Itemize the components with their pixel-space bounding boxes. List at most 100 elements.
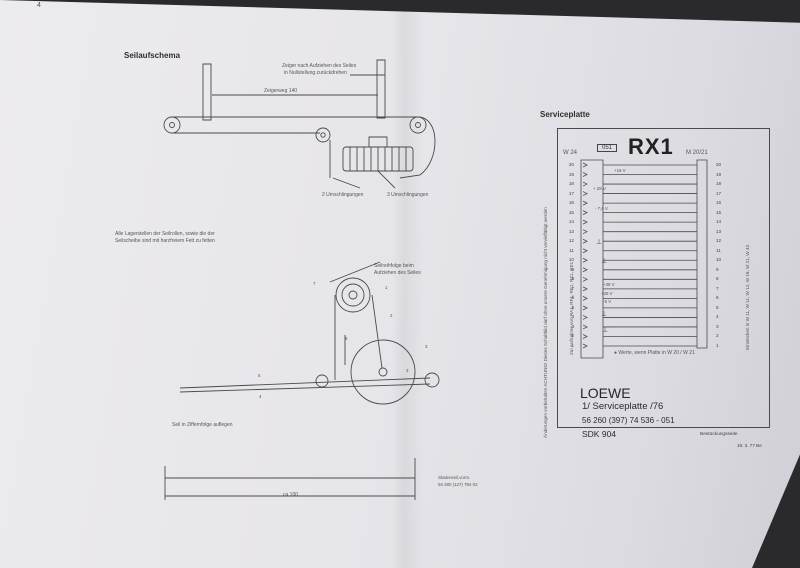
scale-dimension: ca 100 — [283, 492, 299, 498]
pin-arrow — [583, 315, 587, 319]
left-title: Seilaufschema — [124, 51, 181, 60]
pin-right-label: 7 — [716, 285, 719, 291]
callout-2: 2 — [390, 313, 393, 318]
pulley-lower-right — [425, 373, 439, 387]
plate-name: 1/ Serviceplatte /76 — [582, 401, 664, 412]
voltage-neg7: - 7,6 V — [595, 206, 608, 211]
scale-note-2: 56 280 (127) 784 02 — [438, 482, 478, 487]
pin-right-label: 17 — [716, 190, 722, 196]
pulley-mid-hub — [321, 133, 325, 137]
top-cable-right-loop — [400, 117, 435, 178]
dial-wheel-inner — [342, 284, 364, 306]
pin-right-label: 5 — [716, 304, 719, 310]
pin-left-label: 11 — [569, 247, 574, 253]
pin-right-label: 20 — [716, 162, 722, 167]
pin-left-label: 18 — [568, 181, 574, 187]
callout-7: 7 — [313, 281, 316, 286]
pin-right-label: 4 — [716, 314, 719, 320]
callout-3: 3 — [425, 344, 428, 349]
pin-lines — [583, 163, 697, 348]
pin-left-label: 6 — [571, 295, 574, 301]
voltage-38: +38 V — [603, 282, 615, 287]
order-note-1: Seilreihfolge beim — [374, 263, 414, 269]
pulley-left-hub — [170, 123, 175, 128]
pulley-mid — [316, 128, 330, 142]
pin-arrow — [583, 173, 587, 177]
pin-arrow — [583, 344, 587, 348]
pin-arrow — [583, 201, 587, 205]
pulley-lower-mid — [316, 375, 328, 387]
pin-right-label: 8 — [716, 276, 719, 282]
scale-note-1: Skalenseil,vorm. — [438, 475, 471, 480]
side-label-left: Zur Aufnahme von RA1, RF1, RE1, RZ1, RE1 — [569, 261, 574, 355]
pin-left-label: 5 — [571, 304, 574, 310]
pin-right-label: 11 — [716, 247, 721, 253]
part-number: 56 260 (397) 74 536 - 051 — [582, 416, 675, 425]
pin-left-label: 17 — [568, 190, 574, 196]
callout-4: 4 — [259, 394, 262, 399]
pin-left-label: 12 — [568, 238, 574, 244]
pin-right-label: 1 — [716, 343, 719, 348]
pin-arrow — [583, 306, 587, 310]
side-note: Änderungen vorbehalten ACHTUNG! Dieses S… — [543, 207, 548, 438]
cable-run-upper — [180, 378, 430, 388]
pulley-right — [410, 117, 426, 133]
order-leader — [330, 262, 380, 282]
pin-right-label: 10 — [716, 257, 722, 263]
pin-right-label: 14 — [716, 219, 722, 225]
pin-left-label: 14 — [568, 219, 574, 225]
pin-right-label: 13 — [716, 228, 722, 234]
callout-8: 8 — [345, 336, 348, 341]
pulley-right-hub — [416, 123, 421, 128]
bearing-note-2: Seilscheibe sind mit harzfreiem Fett zu … — [115, 238, 215, 244]
model-label: RX1 — [628, 134, 674, 159]
cable-run-lower — [180, 384, 430, 392]
voltage-28b: +28 V — [601, 291, 613, 296]
sdk-number: SDK 904 — [582, 429, 617, 439]
loop-3-leader — [378, 171, 395, 188]
pin-arrow — [583, 325, 587, 329]
pin-arrow — [583, 230, 587, 234]
pin-arrow — [583, 296, 587, 300]
bearing-note-1: Alle Lagerstellen der Seilrollen, sowie … — [115, 231, 215, 237]
left-connector-body — [581, 160, 603, 358]
pin-left-label: 19 — [568, 171, 574, 177]
right-connector-body — [697, 160, 707, 348]
voltage-28a: + 28 V — [593, 186, 606, 191]
pin-left-label: 15 — [568, 209, 574, 215]
pin-left-label: 2 — [571, 333, 574, 339]
pin-left-label: 7 — [571, 285, 574, 291]
pin-right-label: 16 — [716, 200, 722, 206]
pulley-left — [164, 117, 180, 133]
order-note-2: Aufziehen des Seiles — [374, 270, 421, 276]
dial-wheel — [336, 278, 370, 312]
callout-5: 5 — [258, 373, 261, 378]
ground-symbol-11: ⊥ — [596, 239, 603, 246]
pin-left-label: 16 — [568, 200, 574, 206]
travel-label: Zeigerweg 140 — [264, 88, 298, 94]
right-title: Serviceplatte — [540, 110, 590, 119]
pin-left-label: 13 — [568, 228, 574, 234]
pin-right-label: 9 — [716, 266, 719, 272]
large-pulley — [351, 340, 415, 404]
component-side: Bestückungsseite — [700, 432, 738, 437]
pin-arrow — [583, 239, 587, 243]
pin-left-label: 20 — [568, 162, 574, 167]
pin-arrow — [583, 249, 587, 253]
pin-left-label: 10 — [568, 257, 574, 263]
pin-arrow — [583, 334, 587, 338]
pin-arrow — [583, 220, 587, 224]
sequence-note: Seil in Ziffernfolge auflegen — [172, 422, 233, 428]
voltage-16: +16 V — [614, 168, 626, 173]
callout-1: 1 — [385, 285, 388, 290]
side-label-right: Einstecken in W 11, W 11, W 12, W 18, W … — [745, 244, 750, 350]
pin-arrow — [583, 277, 587, 281]
cable-vertical-right — [372, 295, 382, 368]
pin-left-label: 8 — [571, 276, 574, 282]
pin-left-label: 9 — [571, 266, 574, 272]
pin-right-label: 2 — [716, 333, 719, 339]
pointer-note: Zeiger nach Aufziehen des Seiles — [282, 63, 357, 69]
pin-arrow — [583, 268, 587, 272]
pointer-post-right — [377, 60, 385, 118]
